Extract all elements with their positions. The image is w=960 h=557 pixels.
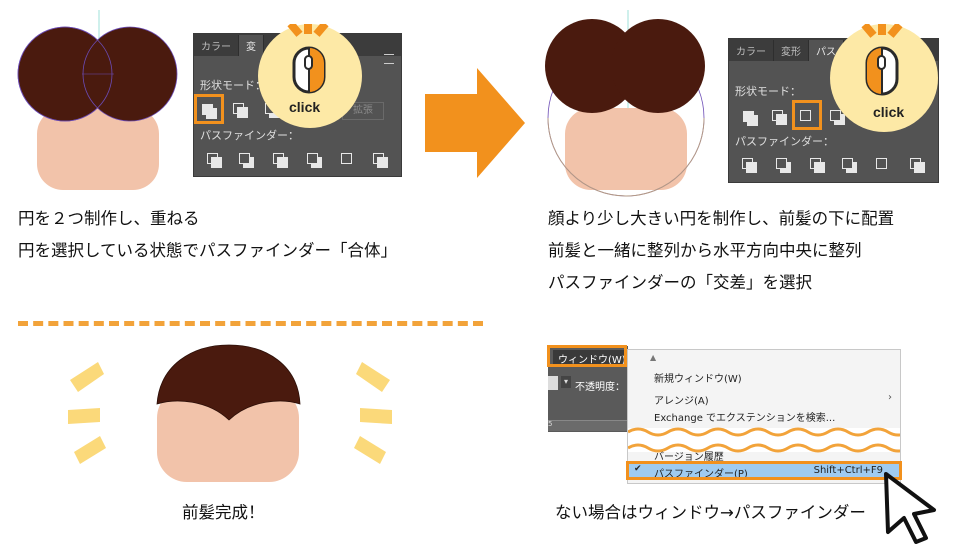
caption-line: 前髪と一緒に整列から水平方向中央に整列 <box>548 241 862 260</box>
menu-item-exchange[interactable]: Exchange でエクステンションを検索... <box>654 413 836 424</box>
unite-button[interactable] <box>741 109 758 126</box>
click-label-1: click <box>289 99 321 115</box>
ruler-label: 5 <box>548 420 553 428</box>
step1-caption: 円を２つ制作し、重ねる 円を選択している状態でパスファインダー「合体」 <box>18 203 397 267</box>
minus-front-button[interactable] <box>771 109 787 125</box>
crop-button[interactable] <box>841 157 857 173</box>
menu-item-pathfinder[interactable]: ✔ パスファインダー(P) Shift+Ctrl+F9 <box>629 463 899 480</box>
merge-button[interactable] <box>809 157 825 173</box>
mouse-icon <box>287 20 329 94</box>
caption-line: 顔より少し大きい円を制作し、前髪の下に配置 <box>548 209 895 228</box>
unite-highlight <box>194 94 224 124</box>
cursor-pointer-icon <box>884 472 936 544</box>
step3-illustration <box>68 344 392 482</box>
divide-button[interactable] <box>741 157 757 173</box>
dashed-divider <box>18 321 483 326</box>
intersect-button[interactable] <box>799 109 815 125</box>
caption-line: パスファインダーの「交差」を選択 <box>548 273 812 292</box>
hair-circle-left <box>545 19 639 113</box>
crop-button[interactable] <box>306 152 322 168</box>
minus-back-button[interactable] <box>909 157 925 173</box>
tab-transform[interactable]: 変 <box>239 35 264 56</box>
face-shape <box>37 108 159 190</box>
bangs-shape <box>156 344 301 421</box>
intersect-highlight <box>792 100 822 130</box>
scroll-up-icon[interactable]: ▲ <box>650 353 657 362</box>
click-bubble-2 <box>830 21 938 132</box>
hair-circle-right <box>611 19 705 113</box>
step4-caption: ない場合はウィンドウ→パスファインダー <box>555 503 866 522</box>
divide-button[interactable] <box>206 152 222 168</box>
merge-button[interactable] <box>272 152 288 168</box>
outline-button[interactable] <box>340 152 356 168</box>
menu-item-shortcut: Shift+Ctrl+F9 <box>813 465 883 476</box>
pathfinder-item-highlight <box>626 461 902 480</box>
tool-swatch[interactable] <box>548 376 558 390</box>
outline-button[interactable] <box>875 157 891 173</box>
mouse-icon <box>861 21 903 96</box>
chevron-down-icon[interactable]: ▾ <box>561 376 571 388</box>
menu-item-version-history[interactable]: バージョン履歴 <box>654 452 724 463</box>
submenu-arrow-icon: › <box>888 392 892 403</box>
step2-caption: 顔より少し大きい円を制作し、前髪の下に配置 前髪と一緒に整列から水平方向中央に整… <box>548 203 894 299</box>
exclude-button[interactable] <box>829 109 845 125</box>
click-label-2: click <box>873 104 905 120</box>
opacity-label: 不透明度： <box>575 382 625 393</box>
caption-line: 円を選択している状態でパスファインダー「合体」 <box>18 241 398 260</box>
omission-wave <box>628 427 900 453</box>
caption-line: 円を２つ制作し、重ねる <box>18 209 200 228</box>
tab-transform[interactable]: 変形 <box>774 40 809 61</box>
trim-button[interactable] <box>775 157 791 173</box>
step1-illustration <box>17 10 178 190</box>
trim-button[interactable] <box>238 152 254 168</box>
step3-caption: 前髪完成！ <box>182 503 265 522</box>
menu-item-new-window[interactable]: 新規ウィンドウ(W) <box>654 374 742 385</box>
minus-front-button[interactable] <box>232 102 248 118</box>
minus-back-button[interactable] <box>372 152 388 168</box>
sparkle-rays-right <box>354 362 392 464</box>
face-shape <box>157 388 299 482</box>
unite-button[interactable] <box>200 102 217 119</box>
shape-modes-label: 形状モード： <box>200 79 266 92</box>
tab-color[interactable]: カラー <box>194 35 239 56</box>
check-icon: ✔ <box>634 464 642 474</box>
window-menu-button[interactable]: ウィンドウ(W) <box>553 350 631 367</box>
panel-menu-icon[interactable] <box>384 54 394 64</box>
next-arrow-icon <box>425 68 525 178</box>
face-shape <box>565 108 687 190</box>
menu-item-arrange[interactable]: アレンジ(A) <box>654 396 709 407</box>
pathfinder-label: パスファインダー： <box>735 135 834 148</box>
window-menu-highlight <box>547 345 627 367</box>
pathfinder-label: パスファインダー： <box>200 129 299 142</box>
shape-modes-label: 形状モード： <box>735 85 801 98</box>
ruler: 5 <box>548 420 628 431</box>
tab-color[interactable]: カラー <box>729 40 774 61</box>
click-bubble-1 <box>258 20 362 128</box>
step2-illustration <box>545 10 705 197</box>
sparkle-rays-left <box>68 362 106 464</box>
menu-item-label: パスファインダー(P) <box>654 469 748 480</box>
